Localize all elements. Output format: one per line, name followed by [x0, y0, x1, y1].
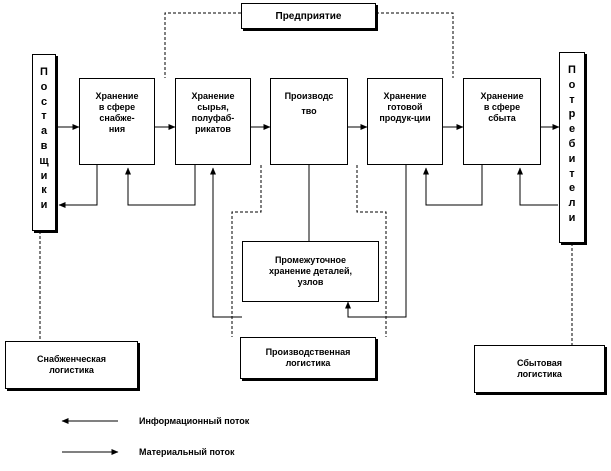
stage-supply-storage-line-2: в сфере: [98, 102, 136, 112]
info-sales-to-finished: [423, 165, 483, 206]
intermediate-storage-line-3: узлов: [297, 277, 324, 287]
consumers-label-letter: л: [568, 197, 576, 210]
info-finished-to-buffer: [345, 165, 407, 318]
stage-sales-storage: Хранение в сфере сбыта: [463, 78, 541, 165]
production-logistics-scope-left: [231, 165, 262, 337]
stage-raw-storage-line-2: сырья,: [197, 102, 229, 112]
sales-logistics-box: Сбытовая логистика: [474, 345, 605, 393]
intermediate-storage-box: Промежуточное хранение деталей, узлов: [242, 241, 379, 302]
stage-sales-storage-line-1: Хранение: [480, 91, 524, 101]
production-logistics-line-1: Производственная: [265, 347, 351, 357]
supply-logistics-box: Снабженческая логистика: [5, 341, 138, 389]
stage-raw-storage-line-3: полуфаб-: [191, 113, 235, 123]
intermediate-storage-line-1: Промежуточное: [274, 255, 347, 265]
legend-information-flow-label: Информационный поток: [139, 416, 250, 426]
intermediate-storage-line-2: хранение деталей,: [268, 266, 353, 276]
stage-raw-storage-line-4: рикатов: [195, 124, 231, 134]
info-raw-to-supply-storage: [125, 165, 196, 206]
production-logistics-scope-right: [356, 165, 387, 337]
supply-logistics-line-1: Снабженческая: [37, 354, 106, 364]
production-logistics-box: Производственная логистика: [240, 337, 376, 379]
sales-logistics-line-2: логистика: [517, 369, 562, 379]
suppliers-label-letter: а: [40, 125, 48, 138]
stage-finished-goods-storage: Хранение готовой продук-ции: [367, 78, 443, 165]
suppliers-label-letter: т: [41, 110, 47, 123]
consumers-label-letter: и: [568, 211, 576, 224]
suppliers-label-letter: в: [40, 139, 48, 152]
suppliers-label-letter: к: [41, 184, 47, 197]
stage-supply-storage-line-3: снабже-: [99, 113, 135, 123]
info-supply-storage-to-suppliers: [58, 165, 98, 208]
legend-material-flow-label: Материальный поток: [139, 447, 235, 457]
stage-finished-storage-line-3: продук-ции: [379, 113, 431, 123]
consumers-label-letter: о: [568, 78, 576, 91]
consumers-label-letter: П: [568, 64, 576, 76]
consumers-label-letter: б: [568, 137, 576, 150]
consumers-label-letter: е: [568, 182, 576, 195]
supply-logistics-line-2: логистика: [49, 365, 94, 375]
stage-finished-storage-line-1: Хранение: [383, 91, 427, 101]
stage-supply-storage-line-4: ния: [108, 124, 126, 134]
enterprise-boundary-right: [376, 12, 454, 78]
suppliers-label-letter: с: [40, 95, 48, 108]
stage-raw-materials-storage: Хранение сырья, полуфаб- рикатов: [175, 78, 251, 165]
suppliers-label-letter: и: [40, 199, 48, 212]
suppliers-label-letter: П: [40, 66, 48, 78]
stage-raw-storage-line-1: Хранение: [191, 91, 235, 101]
enterprise-label: Предприятие: [275, 10, 342, 22]
stage-production-line-1: Производс: [284, 91, 334, 101]
info-buffer-to-raw: [210, 167, 242, 318]
stage-production: Производс тво: [270, 78, 348, 165]
stage-supply-storage-line-1: Хранение: [95, 91, 139, 101]
stage-sales-storage-line-3: сбыта: [488, 113, 516, 123]
suppliers-label-letter: и: [40, 169, 48, 182]
consumers-label-letter: и: [568, 152, 576, 165]
enterprise-boundary-left: [164, 12, 241, 78]
stage-sales-storage-line-2: в сфере: [483, 102, 521, 112]
sales-logistics-line-1: Сбытовая: [516, 358, 563, 368]
consumers-label-letter: т: [569, 167, 575, 180]
stage-finished-storage-line-2: готовой: [387, 102, 423, 112]
consumers-label-letter: т: [569, 93, 575, 106]
suppliers-label-letter: щ: [39, 154, 49, 167]
consumers-label-letter: е: [568, 123, 576, 136]
consumers-label-letter: р: [568, 108, 576, 121]
stage-supply-storage: Хранение в сфере снабже- ния: [79, 78, 155, 165]
info-consumers-to-sales: [517, 167, 558, 206]
production-logistics-line-2: логистика: [285, 358, 331, 368]
stage-production-line-2: тво: [301, 106, 317, 116]
enterprise-label-box: Предприятие: [241, 3, 376, 29]
suppliers-label-letter: о: [40, 80, 48, 93]
